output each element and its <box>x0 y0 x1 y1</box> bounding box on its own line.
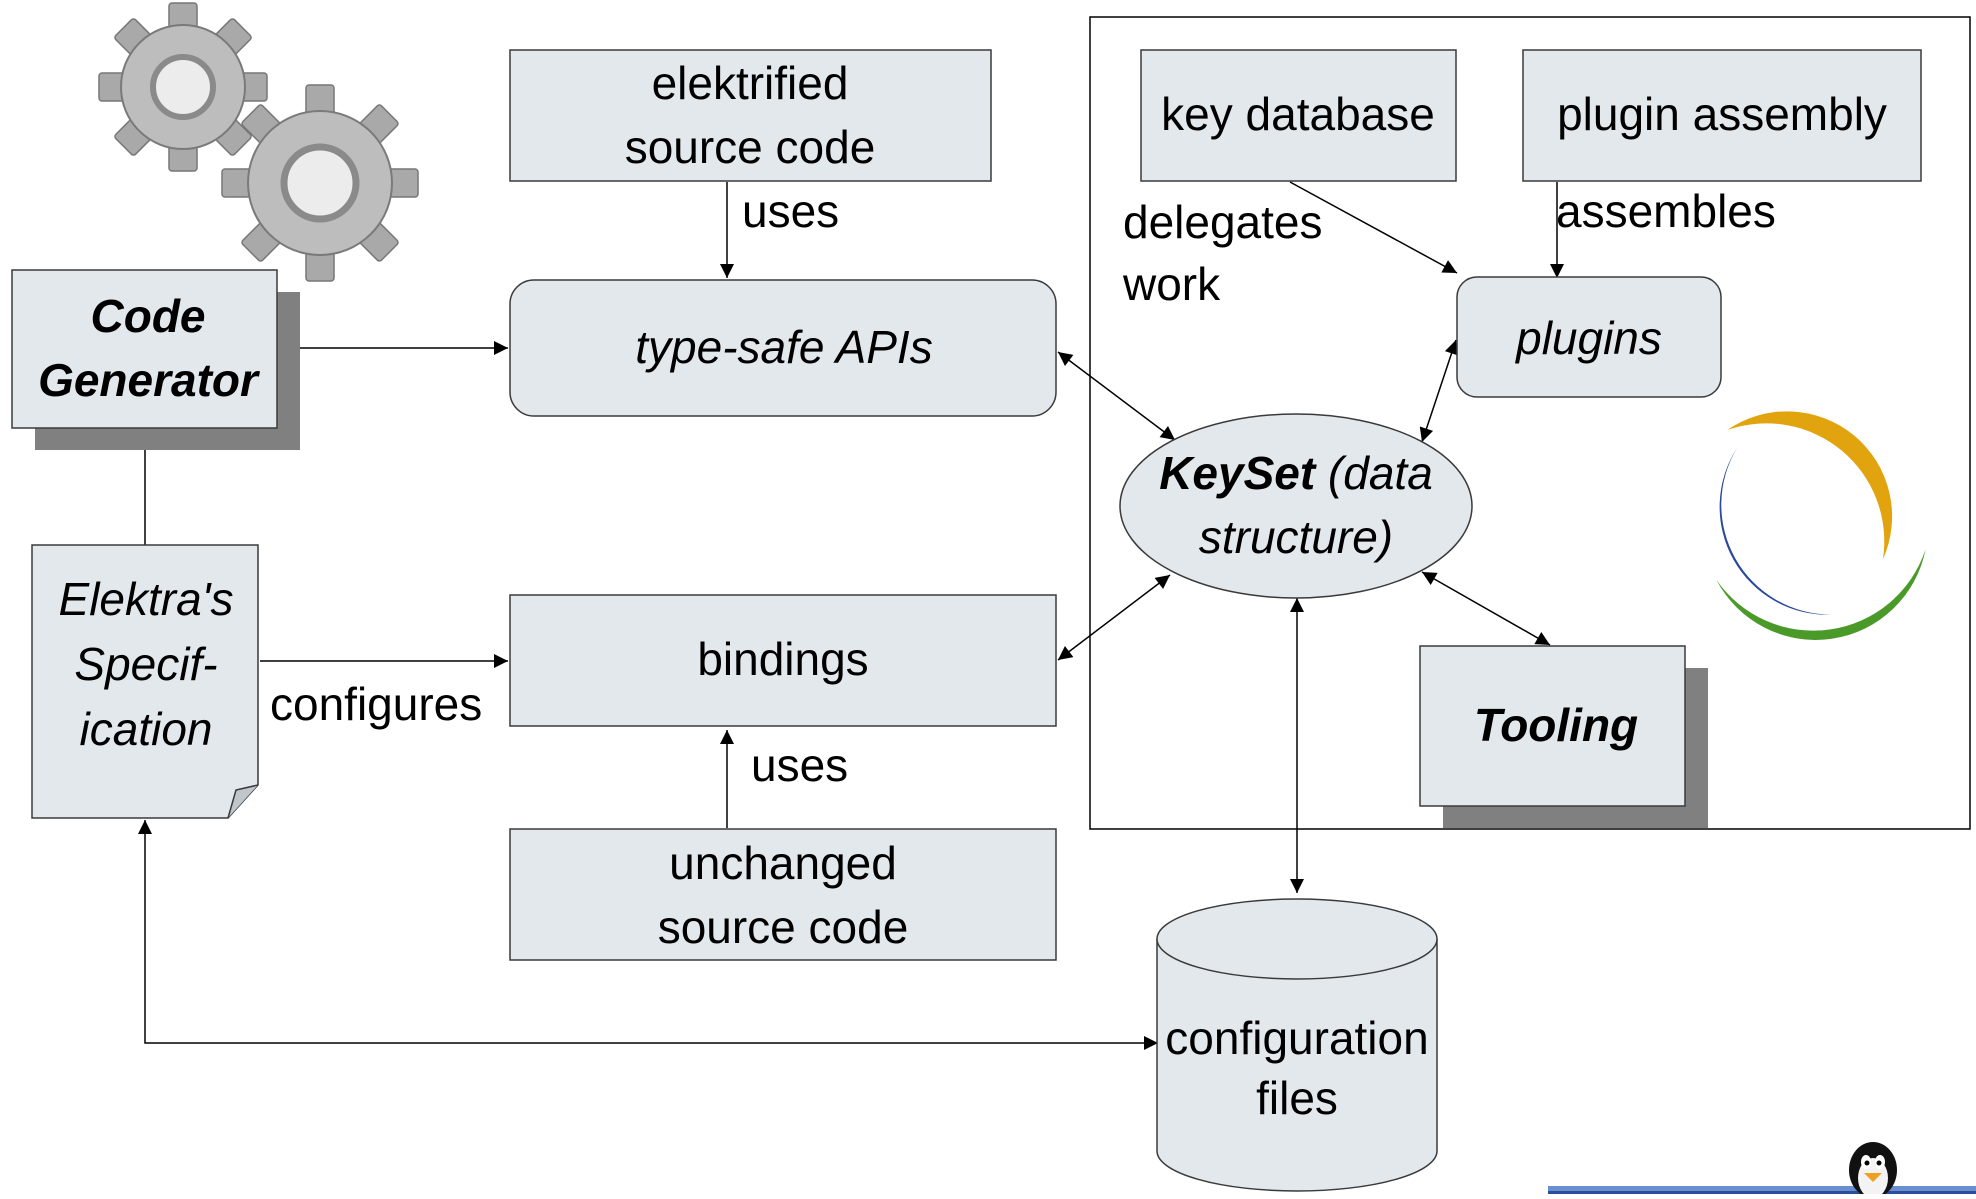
edge-labels: uses uses configures delegates work asse… <box>270 185 1776 791</box>
plugins-label: plugins <box>1514 312 1662 364</box>
node-key-database: key database <box>1140 49 1457 182</box>
node-elektrified-source: elektrified source code <box>509 49 992 182</box>
node-tooling: Tooling <box>1419 645 1708 828</box>
spec-line1: Elektra's <box>59 573 234 625</box>
code-generator-line1: Code <box>91 290 206 342</box>
elektrified-line1: elektrified <box>652 57 849 109</box>
edge-keyset-tooling <box>1421 571 1551 646</box>
node-plugin-assembly: plugin assembly <box>1522 49 1922 182</box>
label-uses-top: uses <box>742 185 839 237</box>
edge-keydb-to-plugins <box>1289 181 1458 274</box>
config-line2: files <box>1256 1072 1338 1124</box>
code-generator-line2: Generator <box>38 354 260 406</box>
keyset-bold: KeySet <box>1159 447 1317 499</box>
label-delegates-line2: work <box>1122 258 1221 310</box>
key-database-label: key database <box>1161 88 1435 140</box>
config-line1: configuration <box>1165 1012 1428 1064</box>
label-configures: configures <box>270 678 482 730</box>
label-delegates-line1: delegates <box>1123 196 1323 248</box>
gear-icon <box>98 2 419 282</box>
label-uses-bottom: uses <box>751 739 848 791</box>
elektra-logo-icon <box>1716 411 1926 640</box>
unchanged-line1: unchanged <box>669 837 897 889</box>
tooling-label: Tooling <box>1474 699 1638 751</box>
unchanged-line2: source code <box>658 901 909 953</box>
keyset-rest: (data <box>1315 447 1433 499</box>
edge-plugins-keyset <box>1419 339 1459 443</box>
node-type-safe-apis: type-safe APIs <box>509 279 1057 417</box>
keyset-line1: KeySet (data <box>1159 447 1433 499</box>
penguin-icon <box>1849 1142 1897 1198</box>
elektrified-line2: source code <box>625 121 876 173</box>
bindings-label: bindings <box>697 633 868 685</box>
node-plugins: plugins <box>1456 276 1722 398</box>
spec-line3: ication <box>80 703 213 755</box>
edge-apis-keyset <box>1057 351 1176 441</box>
node-unchanged-source: unchanged source code <box>509 828 1057 961</box>
penguin-badge <box>1548 1142 1976 1199</box>
node-config-files: configuration files <box>1156 898 1438 1192</box>
keyset-line2: structure) <box>1199 511 1393 563</box>
type-safe-apis-label: type-safe APIs <box>635 321 932 373</box>
edge-bindings-keyset <box>1057 574 1171 661</box>
node-bindings: bindings <box>509 594 1057 727</box>
edges <box>138 181 1564 1050</box>
node-specification: Elektra's Specif- ication <box>31 544 259 819</box>
label-assembles: assembles <box>1556 185 1776 237</box>
node-keyset: KeySet (data structure) <box>1119 413 1473 599</box>
node-code-generator: Code Generator <box>11 269 300 450</box>
spec-line2: Specif- <box>74 638 217 690</box>
plugin-assembly-label: plugin assembly <box>1557 88 1887 140</box>
edge-config-to-spec <box>138 820 1158 1044</box>
